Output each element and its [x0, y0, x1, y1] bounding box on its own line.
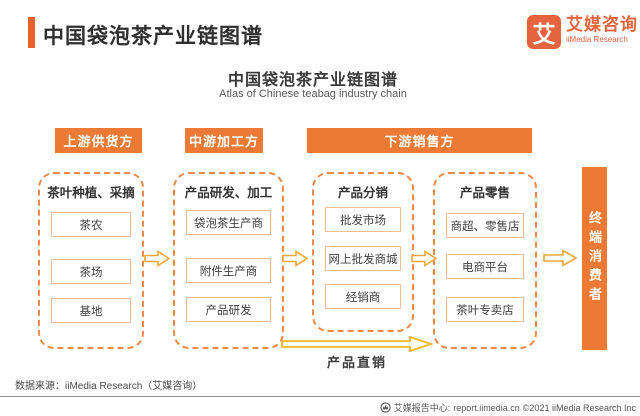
item-online-wholesale-mall: 网上批发商城 — [325, 246, 401, 271]
item-tea-farmer: 茶农 — [51, 212, 131, 237]
flow-arrow-icon — [411, 250, 438, 267]
data-source-note: 数据来源：iiMedia Research（艾媒咨询） — [15, 381, 203, 392]
column-header: 产品零售 — [459, 186, 510, 200]
item-product-rd: 产品研发 — [186, 297, 271, 322]
flow-arrow-icon — [282, 250, 309, 267]
column-retail: 产品零售 商超、零售店 电商平台 茶叶专卖店 — [433, 172, 537, 349]
footer-divider — [0, 396, 640, 397]
report-url-link[interactable]: report.iimedia.cn — [453, 402, 520, 413]
column-header: 产品研发、加工 — [184, 186, 273, 200]
diagram-title: 中国袋泡茶产业链图谱 — [227, 72, 398, 89]
flow-arrow-icon — [543, 249, 578, 267]
column-processing: 产品研发、加工 袋泡茶生产商 附件生产商 产品研发 — [173, 172, 284, 349]
item-wholesale-market: 批发市场 — [325, 207, 401, 232]
column-planting: 茶叶种植、采摘 茶农 茶场 基地 — [38, 172, 144, 349]
item-teabag-manufacturer: 袋泡茶生产商 — [186, 210, 271, 235]
stage-label-downstream: 下游销售方 — [307, 128, 532, 153]
column-header: 产品分销 — [337, 186, 388, 200]
iimedia-logo-name-en: iiMedia Research — [566, 35, 628, 44]
copyright-text: ©2021 iiMedia Research Inc — [522, 402, 636, 413]
diagram-subtitle: Atlas of Chinese teabag industry chain — [219, 88, 407, 100]
item-ecommerce-platform: 电商平台 — [446, 254, 524, 279]
iimedia-logo-name-cn: 艾媒咨询 — [566, 15, 638, 34]
report-center-label: 艾媒报告中心: — [393, 403, 451, 413]
end-consumer-bar: 终端消费者 — [582, 167, 607, 350]
title-accent-bar — [28, 17, 35, 48]
stage-label-midstream: 中游加工方 — [185, 128, 263, 153]
page-title: 中国袋泡茶产业链图谱 — [43, 25, 263, 48]
column-distribution: 产品分销 批发市场 网上批发商城 经销商 — [312, 172, 414, 332]
report-center-icon — [380, 402, 391, 413]
stage-label-upstream: 上游供货方 — [55, 128, 142, 153]
item-supermarket-retail-store: 商超、零售店 — [446, 213, 524, 238]
iimedia-logo-mark-icon: 艾 — [527, 15, 561, 49]
footer-bar: 艾媒报告中心: report.iimedia.cn ©2021 iiMedia … — [380, 401, 636, 414]
iimedia-logo: 艾 艾媒咨询 iiMedia Research — [527, 15, 638, 49]
item-tea-base: 基地 — [51, 298, 131, 323]
item-tea-specialty-store: 茶叶专卖店 — [446, 297, 524, 322]
flow-arrow-icon — [144, 250, 171, 267]
direct-sales-arrow-icon — [281, 335, 434, 353]
direct-sales-label: 产品直销 — [326, 355, 387, 370]
item-accessory-manufacturer: 附件生产商 — [186, 258, 271, 283]
item-dealer: 经销商 — [325, 284, 401, 309]
column-header: 茶叶种植、采摘 — [47, 186, 135, 200]
item-tea-plantation: 茶场 — [51, 259, 131, 284]
